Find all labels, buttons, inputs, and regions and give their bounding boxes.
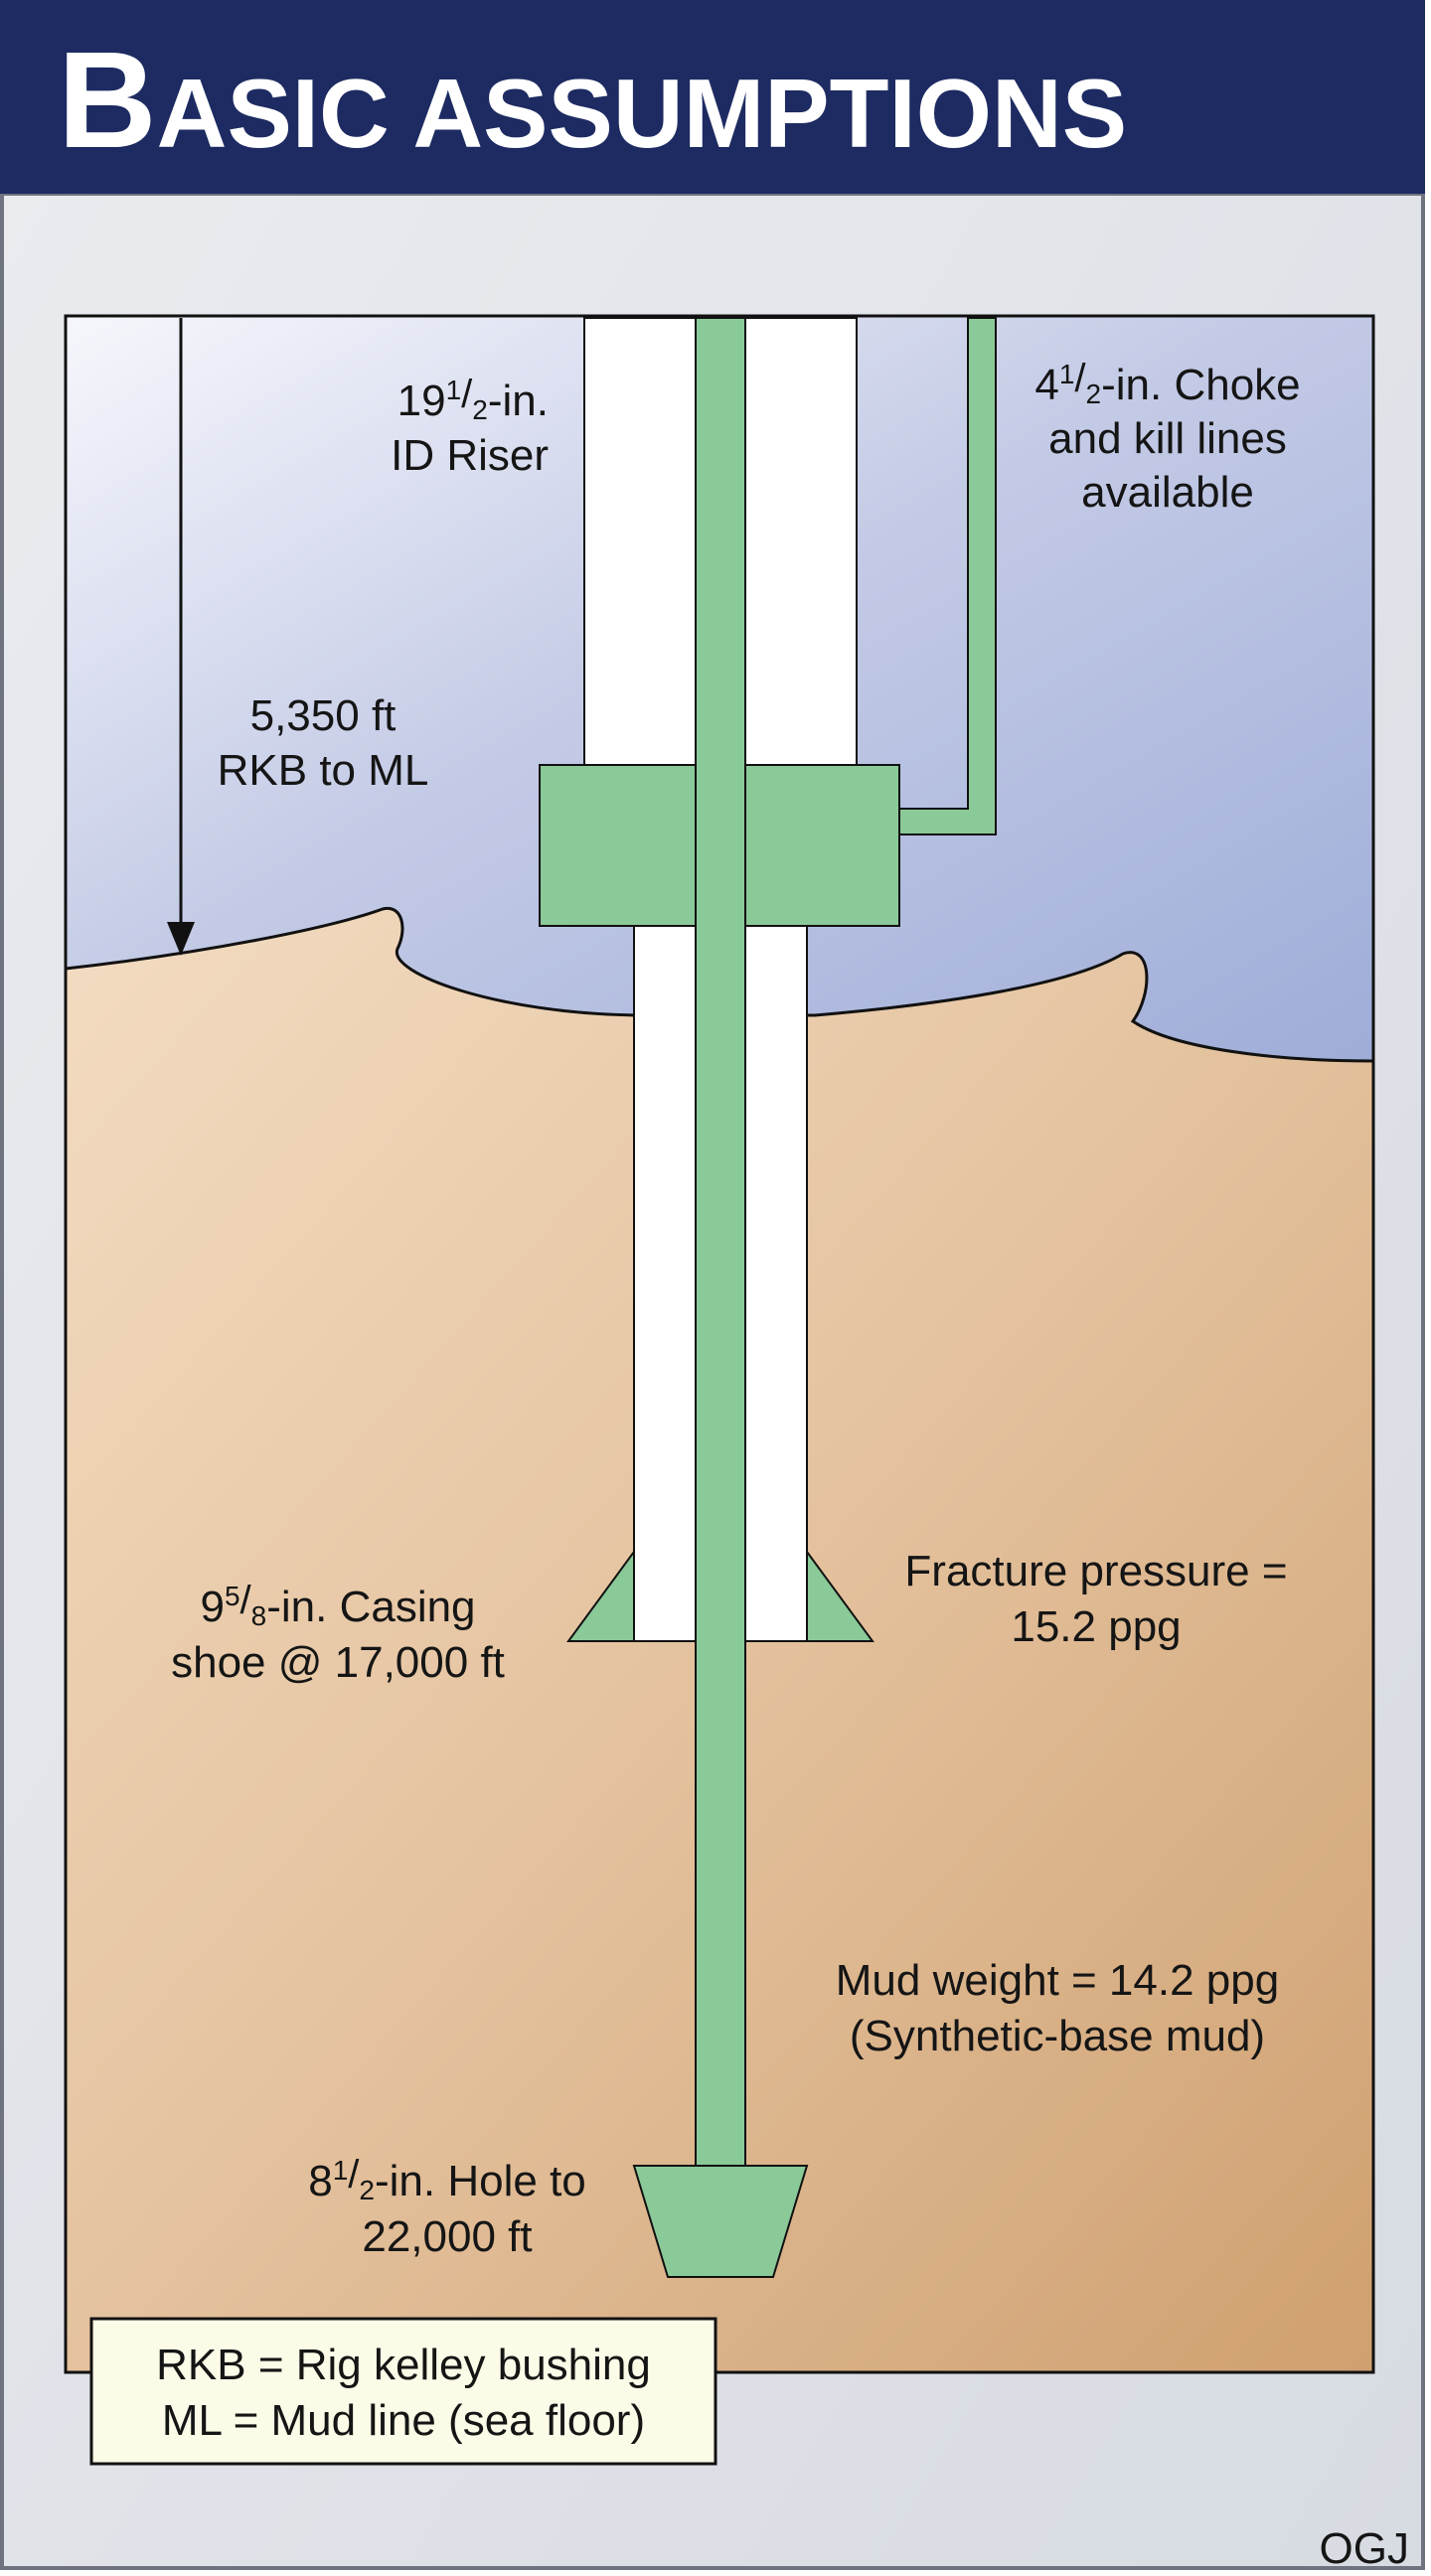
drill-bit bbox=[632, 2165, 809, 2278]
svg-text:5,350 ft: 5,350 ft bbox=[250, 691, 397, 740]
svg-text:and kill lines: and kill lines bbox=[1048, 414, 1287, 463]
mud-weight-label: Mud weight = 14.2 ppg (Synthetic-base mu… bbox=[836, 1956, 1279, 2060]
svg-text:191/2-in.: 191/2-in. bbox=[398, 373, 549, 425]
casing-shoe-right bbox=[806, 1548, 874, 1642]
casing-shoe-left bbox=[566, 1548, 635, 1642]
svg-text:ID Riser: ID Riser bbox=[391, 431, 549, 480]
hole-label: 81/2-in. Hole to 22,000 ft bbox=[308, 2153, 586, 2261]
svg-text:81/2-in. Hole to: 81/2-in. Hole to bbox=[308, 2153, 586, 2205]
casing-label: 95/8-in. Casing shoe @ 17,000 ft bbox=[171, 1579, 505, 1687]
svg-text:shoe @ 17,000 ft: shoe @ 17,000 ft bbox=[171, 1638, 505, 1687]
svg-text:available: available bbox=[1081, 468, 1254, 517]
svg-text:22,000 ft: 22,000 ft bbox=[362, 2212, 532, 2261]
drill-string bbox=[695, 317, 746, 2167]
svg-text:95/8-in. Casing: 95/8-in. Casing bbox=[200, 1579, 475, 1631]
header-bar bbox=[0, 0, 1425, 194]
svg-text:41/2-in. Choke: 41/2-in. Choke bbox=[1034, 357, 1300, 409]
credit-text: OGJ bbox=[1320, 2524, 1409, 2571]
svg-text:15.2 ppg: 15.2 ppg bbox=[1011, 1602, 1181, 1651]
header-title: BASIC ASSUMPTIONS bbox=[58, 24, 1127, 177]
legend-box: RKB = Rig kelley bushing ML = Mud line (… bbox=[89, 2317, 717, 2466]
diagram-border bbox=[64, 314, 1375, 2374]
svg-text:(Synthetic-base mud): (Synthetic-base mud) bbox=[850, 2012, 1265, 2060]
depth-arrow-head bbox=[167, 922, 195, 956]
svg-text:RKB to ML: RKB to ML bbox=[218, 746, 429, 795]
legend-ml: ML = Mud line (sea floor) bbox=[162, 2396, 645, 2445]
fracture-label: Fracture pressure = 15.2 ppg bbox=[904, 1547, 1287, 1651]
legend-rkb: RKB = Rig kelley bushing bbox=[156, 2341, 651, 2389]
svg-text:Mud weight = 14.2 ppg: Mud weight = 14.2 ppg bbox=[836, 1956, 1279, 2005]
choke-label: 41/2-in. Choke and kill lines available bbox=[1034, 357, 1300, 517]
svg-text:Fracture pressure =: Fracture pressure = bbox=[904, 1547, 1287, 1595]
legend-background bbox=[89, 2317, 717, 2466]
depth-label: 5,350 ft RKB to ML bbox=[218, 691, 429, 795]
riser-label: 191/2-in. ID Riser bbox=[391, 373, 549, 480]
